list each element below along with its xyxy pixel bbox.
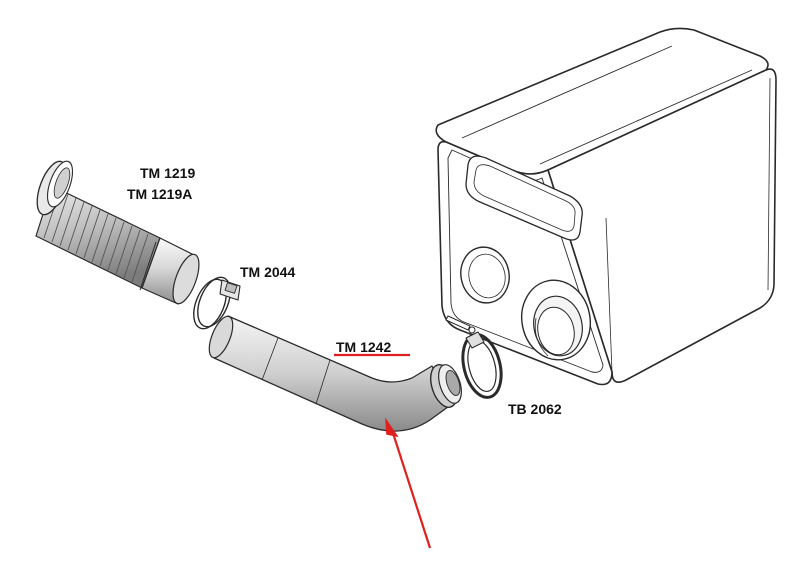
label-flex-pipe-1: TM 1219 bbox=[140, 165, 195, 181]
highlight-arrow-head bbox=[385, 417, 399, 438]
elbow-pipe bbox=[208, 315, 462, 432]
highlight-arrow-line bbox=[390, 429, 432, 549]
label-elbow-pipe: TM 1242 bbox=[336, 339, 391, 355]
highlight-marker bbox=[334, 353, 432, 549]
band-clamp bbox=[193, 276, 241, 330]
muffler-box bbox=[435, 27, 777, 386]
label-clamp-small: TM 2044 bbox=[240, 264, 295, 280]
label-v-clamp: TB 2062 bbox=[508, 401, 562, 417]
label-flex-pipe-2: TM 1219A bbox=[127, 186, 192, 202]
clamp-bolt bbox=[445, 315, 476, 334]
flex-pipe bbox=[35, 160, 200, 305]
v-band-clamp bbox=[461, 331, 503, 399]
